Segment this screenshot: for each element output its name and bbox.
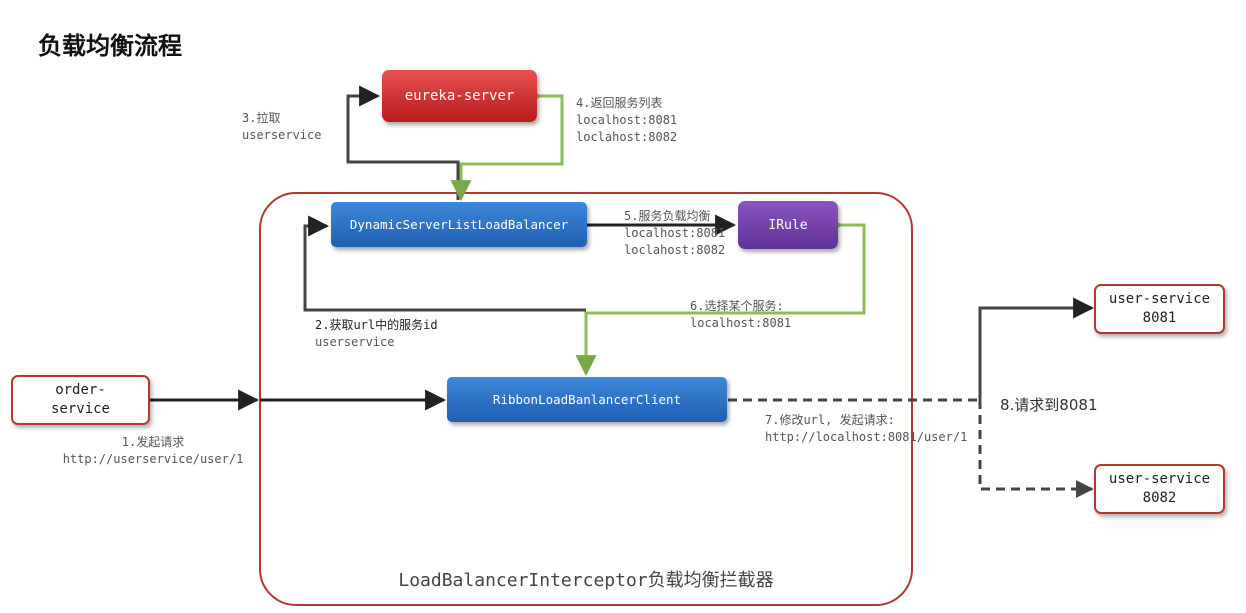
- edge-select-service: [575, 223, 866, 377]
- step5-label: 5.服务负载均衡 localhost:8081 loclahost:8082: [624, 208, 725, 259]
- step5-line2: localhost:8081: [624, 226, 726, 240]
- user-service-8081-line2: 8081: [1142, 310, 1177, 326]
- dynamic-lb-node[interactable]: DynamicServerListLoadBalancer: [331, 202, 587, 247]
- ribbon-client-node[interactable]: RibbonLoadBanlancerClient: [447, 377, 727, 422]
- edge-get-service-id: [303, 215, 586, 312]
- step1-label: 1.发起请求 http://userservice/user/1: [58, 434, 248, 468]
- order-service-line1: order-: [55, 382, 106, 398]
- order-service-node[interactable]: order- service: [11, 375, 150, 425]
- step4-line2: localhost:8081: [576, 113, 678, 127]
- step6-line2: localhost:8081: [690, 316, 792, 330]
- user-service-8082-line2: 8082: [1142, 490, 1177, 506]
- step4-line1: 4.返回服务列表: [576, 96, 663, 110]
- eureka-server-node[interactable]: eureka-server: [382, 70, 537, 122]
- step5-line3: loclahost:8082: [624, 243, 726, 257]
- step4-label: 4.返回服务列表 localhost:8081 loclahost:8082: [576, 95, 677, 146]
- user-service-8082-node[interactable]: user-service 8082: [1094, 464, 1225, 514]
- step7-label: 7.修改url, 发起请求: http://localhost:8081/use…: [765, 412, 967, 446]
- step4-line3: loclahost:8082: [576, 130, 678, 144]
- step1-line2: http://userservice/user/1: [62, 452, 244, 466]
- edge-to-8081: [978, 297, 1095, 400]
- step6-line1: 6.选择某个服务:: [690, 299, 784, 313]
- user-service-8081-line1: user-service: [1108, 291, 1211, 307]
- step3-line1: 3.拉取: [242, 111, 281, 125]
- user-service-8082-line1: user-service: [1108, 471, 1211, 487]
- edge-pull-userservice: [346, 85, 460, 200]
- edge-return-list: [450, 94, 564, 202]
- step3-line2: userservice: [242, 128, 322, 142]
- order-service-line2: service: [50, 401, 110, 417]
- step7-line2: http://localhost:8081/user/1: [765, 430, 968, 444]
- step7-line1: 7.修改url, 发起请求:: [765, 413, 895, 427]
- step8-label: 8.请求到8081: [1000, 396, 1098, 414]
- user-service-8081-node[interactable]: user-service 8081: [1094, 284, 1225, 334]
- page-title: 负载均衡流程: [38, 32, 182, 60]
- step2-line1: 2.获取url中的服务id: [315, 318, 438, 332]
- step1-line1: 1.发起请求: [121, 435, 185, 449]
- container-label: LoadBalancerInterceptor负载均衡拦截器: [398, 570, 774, 591]
- step6-label: 6.选择某个服务: localhost:8081: [690, 298, 791, 332]
- step5-line1: 5.服务负载均衡: [624, 209, 711, 223]
- step2-label: 2.获取url中的服务id userservice: [315, 317, 438, 351]
- step2-line2: userservice: [315, 335, 395, 349]
- step3-label: 3.拉取 userservice: [242, 110, 321, 144]
- irule-node[interactable]: IRule: [738, 201, 838, 249]
